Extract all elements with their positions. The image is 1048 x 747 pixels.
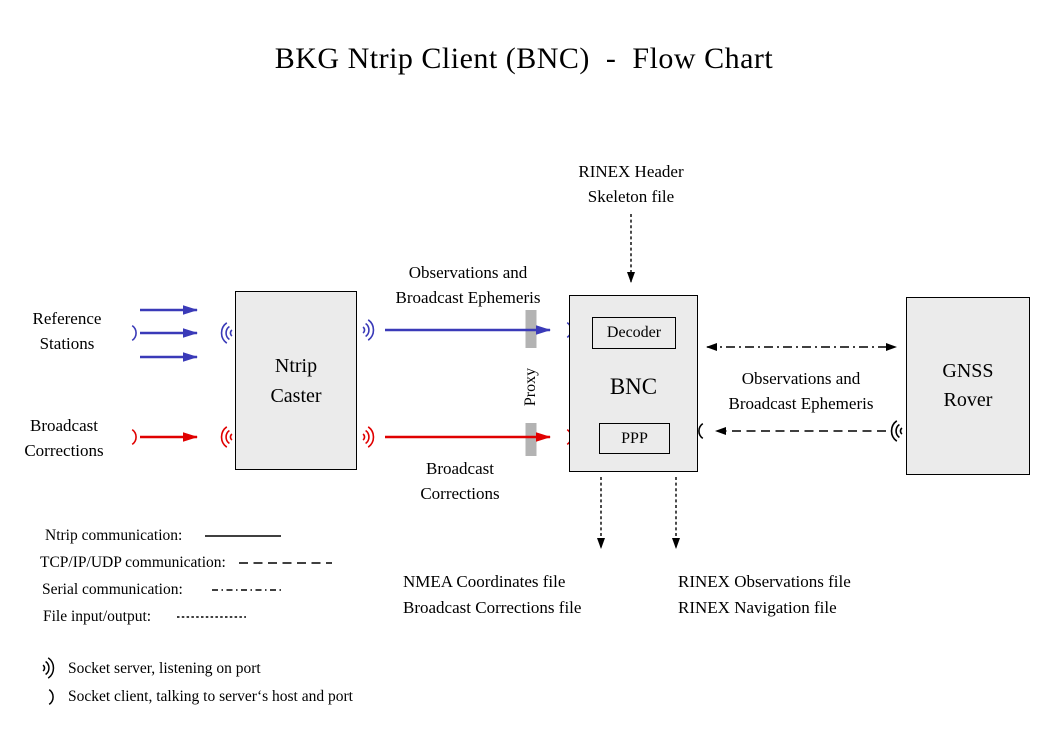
label-broadcast-corrections-left: Broadcast Corrections — [24, 416, 104, 460]
label-broadcast-corrections-mid: Broadcast Corrections — [420, 459, 500, 503]
socket-server-caster-right-blue-icon — [362, 319, 375, 341]
label-observations-top: Observations and Broadcast Ephemeris — [395, 263, 541, 307]
socket-server-caster-left-red-icon — [220, 426, 233, 448]
socket-client-ref-icon — [131, 324, 137, 342]
decoder-label: Decoder — [606, 324, 662, 341]
proxy-label: Proxy — [522, 367, 539, 407]
gnss-rover-label: GNSS Rover — [942, 360, 994, 411]
label-observations-right: Observations and Broadcast Ephemeris — [728, 369, 874, 413]
socket-server-caster-left-icon — [220, 322, 233, 344]
legend-file-input-output: File input/output: — [43, 608, 152, 625]
node-decoder: Decoder — [592, 317, 676, 349]
ntrip-caster-label: Ntrip Caster — [270, 354, 322, 407]
legend-ntrip-communication: Ntrip communication: — [45, 527, 183, 544]
legend-tcp-communication: TCP/IP/UDP communication: — [40, 554, 226, 571]
legend-socket-server-icon — [42, 657, 55, 679]
ntrip-arrows-ref-to-caster — [140, 305, 198, 362]
legend-socket-client-icon — [48, 688, 54, 706]
bnc-label: BNC — [609, 374, 658, 399]
label-rinex-header-skeleton: RINEX Header Skeleton file — [578, 162, 684, 206]
socket-client-corrections-icon — [131, 428, 137, 446]
ppp-label: PPP — [621, 429, 648, 447]
label-reference-stations: Reference Stations — [32, 309, 102, 353]
legend-socket-client-text: Socket client, talking to server‘s host … — [68, 688, 353, 705]
node-ntrip-caster: Ntrip Caster — [235, 291, 357, 470]
node-gnss-rover: GNSS Rover — [906, 297, 1030, 475]
label-nmea-outputs: NMEA Coordinates file Broadcast Correcti… — [403, 572, 582, 617]
node-ppp: PPP — [599, 423, 670, 454]
legend-socket-server-text: Socket server, listening on port — [68, 660, 261, 677]
page-title: BKG Ntrip Client (BNC) - Flow Chart — [274, 42, 774, 75]
socket-server-caster-right-red-icon — [362, 426, 375, 448]
legend-serial-communication: Serial communication: — [42, 581, 183, 598]
socket-client-bnc-right-icon — [698, 422, 704, 440]
socket-server-rover-icon — [890, 420, 903, 442]
label-rinex-outputs: RINEX Observations file RINEX Navigation… — [678, 572, 851, 617]
